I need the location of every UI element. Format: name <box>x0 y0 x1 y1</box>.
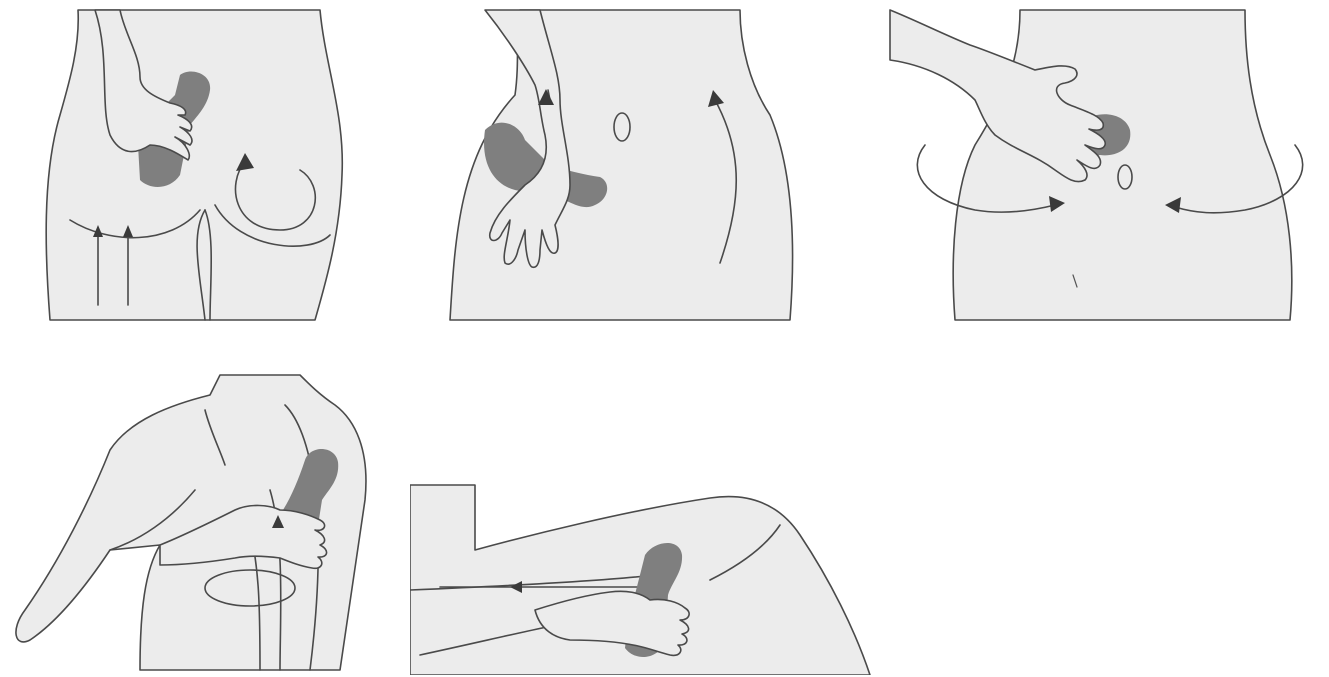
panel-upper-arm <box>10 370 390 675</box>
panel-hips <box>440 5 810 325</box>
panel-thigh <box>410 480 880 675</box>
panel-buttocks <box>40 5 360 325</box>
panel-abdomen <box>885 5 1325 325</box>
buttocks-body <box>46 10 342 320</box>
